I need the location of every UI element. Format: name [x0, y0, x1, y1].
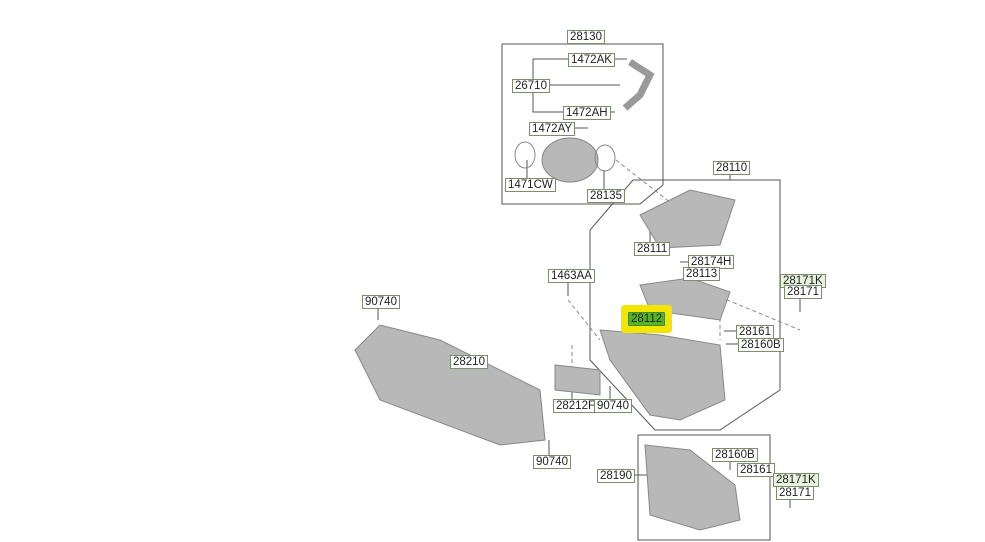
part-label-1463AA[interactable]: 1463AA	[548, 269, 595, 283]
hose-26710	[622, 59, 655, 111]
part-label-28160B[interactable]: 28160B	[738, 338, 784, 352]
part-label-28210[interactable]: 28210	[450, 355, 488, 369]
part-label-90740[interactable]: 90740	[594, 399, 632, 413]
part-label-90740[interactable]: 90740	[533, 455, 571, 469]
part-label-1472AH[interactable]: 1472AH	[563, 106, 611, 120]
part-label-28161[interactable]: 28161	[737, 463, 775, 477]
filter-element	[639, 277, 731, 321]
part-label-90740[interactable]: 90740	[362, 295, 400, 309]
part-label-28111[interactable]: 28111	[634, 242, 671, 256]
group-box-28190	[637, 434, 771, 541]
resonator-28190	[644, 444, 741, 531]
part-label-28112-highlighted[interactable]: 28112	[628, 312, 666, 326]
part-label-1471CW[interactable]: 1471CW	[505, 178, 556, 192]
part-label-28174H[interactable]: 28174H	[688, 255, 735, 269]
part-label-28160B[interactable]: 28160B	[712, 448, 758, 462]
part-label-28171[interactable]: 28171	[776, 486, 814, 500]
part-label-26710[interactable]: 26710	[512, 79, 550, 93]
air-cleaner-cover	[639, 189, 736, 249]
part-label-28130[interactable]: 28130	[567, 30, 605, 44]
group-box-28130	[501, 43, 664, 205]
part-label-28135[interactable]: 28135	[587, 189, 625, 203]
part-label-28171K[interactable]: 28171K	[780, 274, 826, 288]
part-label-28171K[interactable]: 28171K	[773, 473, 819, 487]
part-label-28190[interactable]: 28190	[597, 469, 635, 483]
air-cleaner-body	[599, 329, 726, 421]
part-label-1472AY[interactable]: 1472AY	[529, 122, 576, 136]
resonator-28212F	[554, 364, 601, 396]
part-label-28113[interactable]: 28113	[683, 267, 721, 281]
air-duct-part	[541, 137, 599, 183]
part-label-28171[interactable]: 28171	[784, 285, 822, 299]
duct-28210	[354, 324, 546, 446]
part-label-28212F[interactable]: 28212F	[553, 399, 599, 413]
part-label-1472AK[interactable]: 1472AK	[568, 53, 615, 67]
part-label-28110[interactable]: 28110	[713, 161, 751, 175]
part-label-28161[interactable]: 28161	[736, 325, 774, 339]
group-box-28110	[589, 179, 781, 431]
